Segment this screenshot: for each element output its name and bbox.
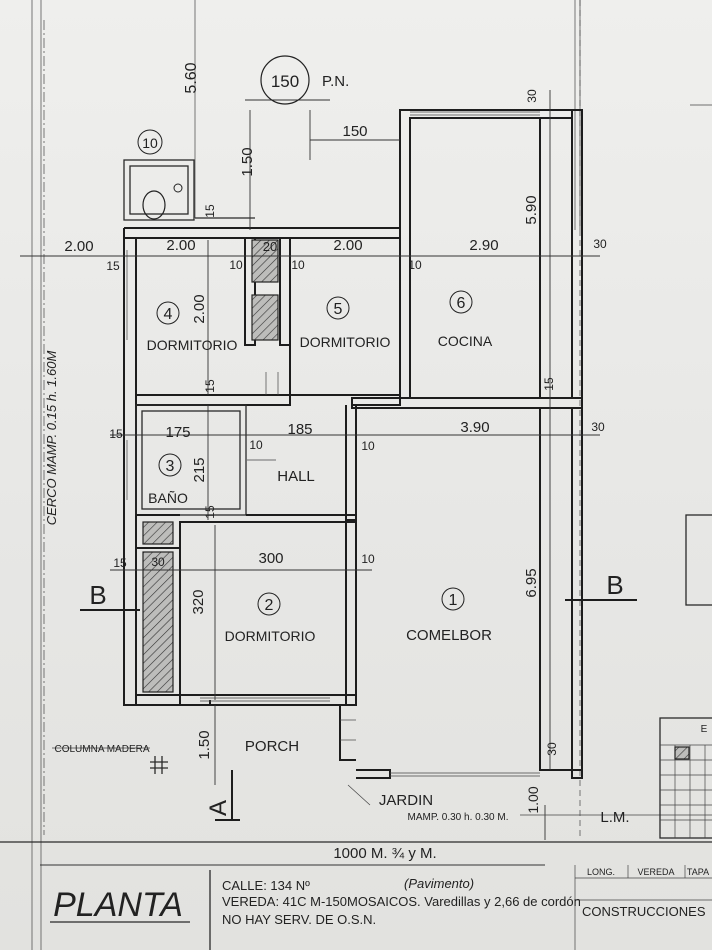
dim-320: 320 [190,589,207,614]
hatched-walls [142,239,279,693]
pn-label: P.N. [322,73,349,90]
dim-200-vertical: 2.00 [191,294,208,323]
dim-30-right-2: 30 [591,420,605,434]
dim-290: 2.90 [469,237,498,254]
room-6-name: COCINA [438,333,493,349]
dim-15-left-1: 15 [106,259,120,273]
hall-label: HALL [277,468,315,485]
dim-200-a: 2.00 [166,237,195,254]
walls [123,109,583,779]
dim-200-b: 2.00 [333,237,362,254]
room-2-name: DORMITORIO [225,628,316,644]
room-3-name: BAÑO [148,490,188,506]
dim-30-right-1: 30 [593,237,607,251]
dim-300: 300 [258,550,283,567]
dim-10-c: 10 [408,258,422,272]
room-5-number: 5 [334,301,343,318]
jardin-label: JARDIN [379,792,433,809]
osn-label: NO HAY SERV. DE O.S.N. [222,912,376,927]
dim-10-f: 10 [361,552,375,566]
windows [126,111,540,777]
lm-label: L.M. [600,809,629,826]
dim-30-left: 30 [151,555,165,569]
dim-185: 185 [287,421,312,438]
room-1-number: 1 [449,592,458,609]
room-2-number: 2 [265,597,274,614]
room-3-number: 3 [166,458,175,475]
dim-10-b: 10 [291,258,305,272]
room-labels: 4 DORMITORIO 5 DORMITORIO 6 COCINA 3 BAÑ… [44,295,630,826]
columna-label: COLUMNA MADERA [54,744,149,755]
dim-150-vertical: 1.50 [239,147,256,176]
cerco-label: CERCO MAMP. 0.15 h. 1.60M [44,351,59,526]
col-vereda: VEREDA [637,867,674,877]
dim-20: 20 [263,239,277,254]
col-long: LONG. [587,867,615,877]
calle-label: CALLE: 134 Nº [222,878,310,893]
room-5-name: DORMITORIO [300,334,391,350]
dim-390: 3.90 [460,419,489,436]
pn-number: 150 [271,72,299,91]
section-b-left: B [89,580,106,610]
pavimento-label: (Pavimento) [404,876,474,891]
dim-175: 175 [165,424,190,441]
room-1-name: COMELBOR [406,627,492,644]
col-tapa: TAPA [687,867,709,877]
mamp-label: MAMP. 0.30 h. 0.30 M. [408,812,509,823]
dim-total-width: 1000 M. ¾ y M. [333,845,436,862]
right-edge-details [659,104,712,839]
dim-215: 215 [191,457,208,482]
dim-30-bottom: 30 [545,742,559,756]
dim-15-d: 15 [203,505,217,519]
dim-100: 1.00 [525,786,541,813]
dim-10-e: 10 [361,439,375,453]
room-4-number: 4 [164,306,173,323]
room-markers [137,55,473,616]
section-a-label: A [205,800,232,816]
dimension-lines [20,90,712,866]
dim-560: 5.60 [183,62,200,93]
room-10-number: 10 [142,135,158,151]
dim-30-top: 30 [525,89,539,103]
dim-15-left-3: 15 [113,556,127,570]
construcciones-label: CONSTRUCCIONES [582,904,706,919]
dim-15-a: 15 [203,204,217,218]
side-table-label: E [701,724,708,735]
dim-150-porch: 1.50 [196,730,213,759]
dim-150-top: 150 [342,123,367,140]
room-6-number: 6 [457,295,466,312]
dim-10-d: 10 [249,438,263,452]
plan-title: PLANTA [53,886,183,924]
dim-200-left: 2.00 [64,238,93,255]
porch-label: PORCH [245,738,299,755]
dimension-labels: 5.60 150 P.N. 150 1.50 30 5.90 15 10 2.0… [64,62,607,862]
dim-15-c: 15 [542,377,556,391]
title-block: PLANTA CALLE: 134 Nº (Pavimento) VEREDA:… [50,724,712,950]
dim-10-a: 10 [229,258,243,272]
column-post-icon [150,756,168,774]
lot-boundary [43,0,255,835]
dim-15-left-2: 15 [109,427,123,441]
vereda-label: VEREDA: 41C M-150MOSAICOS. Varedillas y … [222,894,581,909]
dim-695: 6.95 [523,568,540,597]
fixtures [142,183,356,774]
dim-15-b: 15 [203,379,217,393]
dim-590: 5.90 [523,195,540,224]
room-4-name: DORMITORIO [147,337,238,353]
section-b-right: B [606,570,623,600]
